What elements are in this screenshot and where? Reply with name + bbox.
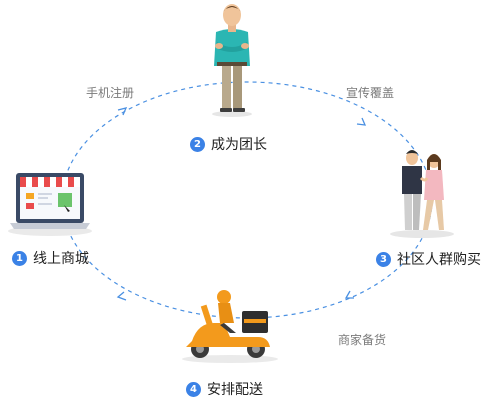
couple-figure-icon — [390, 150, 454, 238]
step-label: 线上商城 — [33, 251, 89, 267]
step-become-leader: 2 成为团长 — [190, 134, 267, 154]
step-number-badge: 2 — [190, 136, 205, 152]
step-community-buy: 3 社区人群购买 — [376, 249, 481, 269]
step-label: 安排配送 — [207, 382, 263, 398]
edge-label-promote: 宣传覆盖 — [346, 86, 395, 100]
step-label: 成为团长 — [211, 137, 267, 153]
step-online-mall: 1 线上商城 — [12, 248, 89, 268]
edge-label-register: 手机注册 — [86, 86, 135, 100]
step-number-badge: 3 — [376, 251, 391, 267]
laptop-shop-icon — [8, 173, 92, 236]
arrow-head-stock — [344, 290, 354, 299]
step-number-badge: 4 — [186, 381, 201, 397]
man-figure-icon — [212, 4, 252, 117]
arrow-head-deliver — [116, 291, 127, 301]
step-label: 社区人群购买 — [397, 252, 481, 268]
edge-label-stock: 商家备货 — [338, 333, 387, 347]
arrow-head-promote — [356, 117, 367, 126]
step-number-badge: 1 — [12, 250, 27, 266]
delivery-scooter-icon — [182, 290, 278, 363]
step-arrange-delivery: 4 安排配送 — [186, 379, 263, 399]
arrow-head-register — [117, 107, 128, 116]
